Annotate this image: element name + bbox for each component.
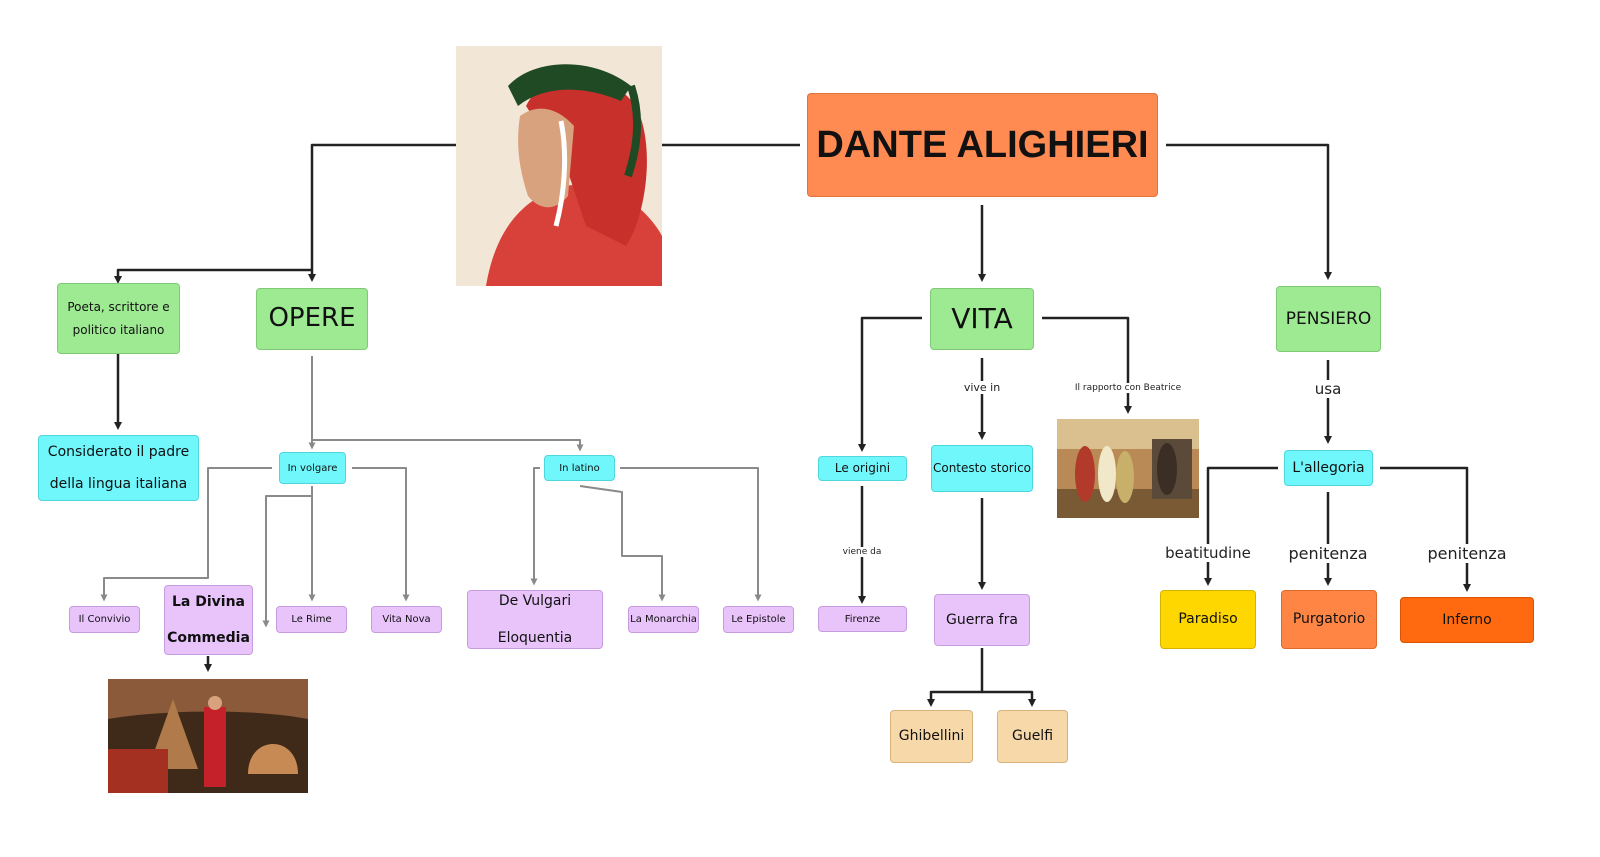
edge-latino-devulgari: [530, 467, 540, 586]
label-origini: Le origini: [834, 461, 891, 476]
label-epistole: Le Epistole: [731, 614, 786, 625]
node-in-latino[interactable]: In latino: [544, 455, 615, 481]
edge-guerra-ghibellini: [927, 648, 984, 707]
node-le-rime[interactable]: Le Rime: [276, 606, 347, 633]
label-paradiso: Paradiso: [1178, 611, 1238, 628]
edge-latino-monarchia: [579, 485, 666, 602]
node-le-epistole[interactable]: Le Epistole: [723, 606, 794, 633]
edge-guerra-guelfi: [982, 690, 1036, 707]
link-label-beatitudine: beatitudine: [1163, 544, 1253, 562]
edge-volgare-vitanova: [352, 467, 410, 602]
edge-root-pensiero: [1166, 143, 1332, 280]
node-guelfi[interactable]: Guelfi: [997, 710, 1068, 763]
node-poeta[interactable]: Poeta, scrittore e politico italiano: [57, 283, 180, 354]
root-label: DANTE ALIGHIERI: [816, 123, 1149, 166]
label-firenze: Firenze: [844, 613, 881, 625]
label-poeta: Poeta, scrittore e politico italiano: [67, 299, 170, 337]
node-il-convivio[interactable]: Il Convivio: [69, 606, 140, 633]
link-label-rapporto-beatrice: Il rapporto con Beatrice: [1072, 383, 1184, 393]
edge-portrait-poeta: [114, 268, 312, 284]
dante-beatrice-image: [1057, 419, 1199, 518]
node-le-origini[interactable]: Le origini: [818, 456, 907, 481]
link-label-penitenza-purgatorio: penitenza: [1286, 544, 1370, 563]
node-purgatorio[interactable]: Purgatorio: [1281, 590, 1377, 649]
edge-latino-epistole: [620, 467, 762, 602]
node-firenze[interactable]: Firenze: [818, 606, 907, 632]
node-guerra-fra[interactable]: Guerra fra: [934, 594, 1030, 646]
label-pensiero: PENSIERO: [1285, 308, 1372, 329]
node-de-vulgari-eloquentia[interactable]: De Vulgari Eloquentia: [467, 590, 603, 649]
label-divina: La Divina Commedia: [167, 593, 250, 646]
label-convivio: Il Convivio: [78, 614, 131, 625]
label-monarchia: La Monarchia: [630, 614, 697, 625]
node-vita[interactable]: VITA: [930, 288, 1034, 350]
label-vita: VITA: [951, 302, 1013, 336]
edge-vita-origini: [858, 316, 922, 452]
link-label-viene-da: viene da: [840, 547, 884, 557]
node-vita-nova[interactable]: Vita Nova: [371, 606, 442, 633]
link-label-vive-in: vive in: [961, 381, 1003, 394]
node-pensiero[interactable]: PENSIERO: [1276, 286, 1381, 352]
label-ghibellini: Ghibellini: [898, 728, 965, 745]
node-ghibellini[interactable]: Ghibellini: [890, 710, 973, 763]
node-divina-commedia[interactable]: La Divina Commedia: [164, 585, 253, 655]
label-inferno: Inferno: [1442, 611, 1492, 628]
node-opere[interactable]: OPERE: [256, 288, 368, 350]
label-de-vulgari: De Vulgari Eloquentia: [497, 593, 573, 646]
edge-allegoria-inferno: [1380, 466, 1471, 592]
edge-volgare-convivio: [100, 467, 272, 602]
dante-portrait-image: [456, 46, 662, 286]
divina-commedia-fresco-image: [108, 679, 308, 793]
label-purgatorio: Purgatorio: [1292, 611, 1366, 628]
label-guerra: Guerra fra: [946, 611, 1018, 628]
label-vita-nova: Vita Nova: [382, 614, 431, 625]
link-label-penitenza-inferno: penitenza: [1425, 544, 1509, 563]
label-contesto: Contesto storico: [932, 461, 1032, 476]
node-allegoria[interactable]: L'allegoria: [1284, 450, 1373, 486]
link-label-usa: usa: [1312, 380, 1344, 398]
node-contesto-storico[interactable]: Contesto storico: [931, 445, 1033, 492]
node-padre-lingua[interactable]: Considerato il padre della lingua italia…: [38, 435, 199, 501]
edge-volgare-divina: [262, 495, 312, 628]
node-paradiso[interactable]: Paradiso: [1160, 590, 1256, 649]
label-in-volgare: In volgare: [287, 462, 338, 474]
label-padre: Considerato il padre della lingua italia…: [47, 443, 190, 492]
node-la-monarchia[interactable]: La Monarchia: [628, 606, 699, 633]
node-inferno[interactable]: Inferno: [1400, 597, 1534, 643]
label-rime: Le Rime: [291, 614, 332, 625]
root-node-dante-alighieri[interactable]: DANTE ALIGHIERI: [807, 93, 1158, 197]
edge-allegoria-paradiso: [1204, 466, 1278, 586]
edge-opere-latino: [312, 439, 584, 452]
label-in-latino: In latino: [559, 462, 600, 474]
node-in-volgare[interactable]: In volgare: [279, 452, 346, 484]
label-guelfi: Guelfi: [1011, 728, 1054, 745]
edge-vita-beatrice: [1042, 316, 1132, 414]
label-allegoria: L'allegoria: [1292, 459, 1365, 476]
label-opere: OPERE: [268, 303, 356, 334]
edge-portrait-opere: [308, 143, 456, 282]
